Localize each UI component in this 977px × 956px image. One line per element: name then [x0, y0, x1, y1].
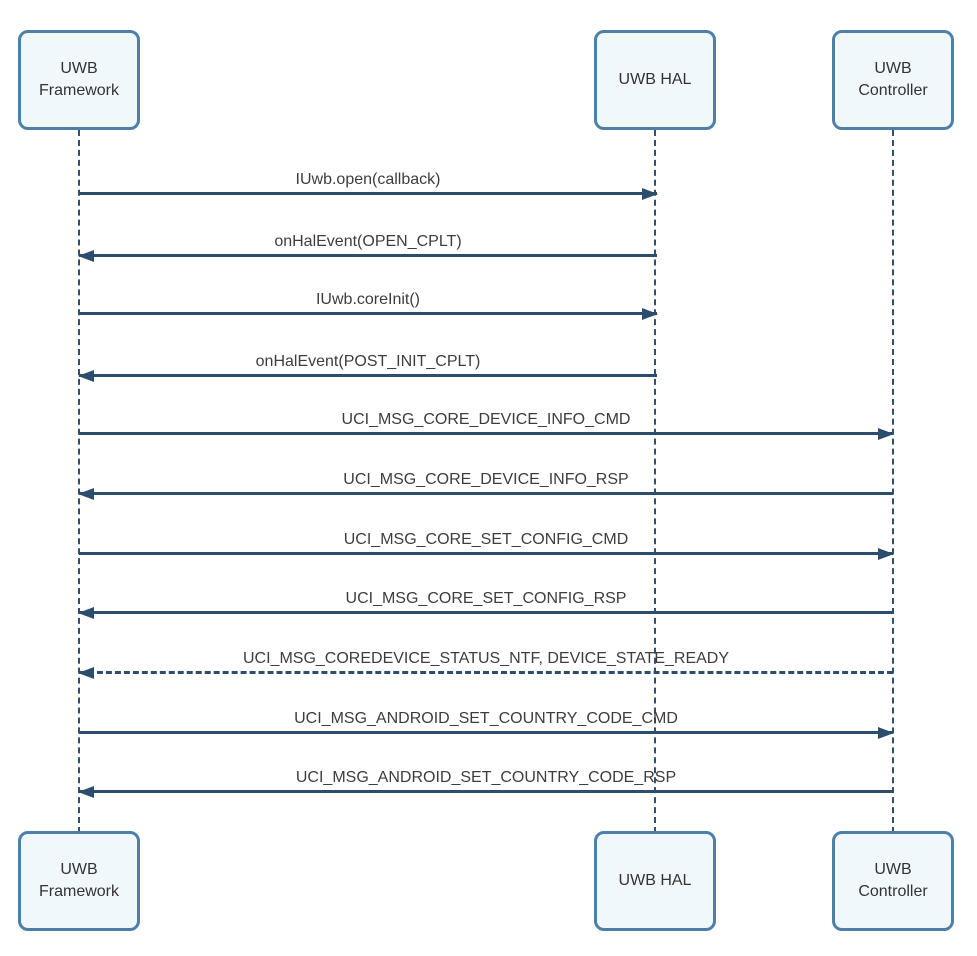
actor-label: UWB Controller	[858, 861, 928, 900]
arrowhead-left-icon	[78, 785, 94, 798]
message-iuwb-open: IUwb.open(callback)	[79, 168, 658, 202]
arrowhead-right-icon	[642, 187, 658, 200]
message-line	[79, 790, 893, 793]
message-line	[79, 192, 657, 195]
message-core-device-info-rsp: UCI_MSG_CORE_DEVICE_INFO_RSP	[78, 468, 893, 502]
message-line-dashed	[79, 671, 893, 674]
arrowhead-left-icon	[78, 666, 94, 679]
actor-label: UWB HAL	[618, 872, 692, 890]
arrowhead-right-icon	[878, 427, 894, 440]
message-line	[79, 374, 657, 377]
message-coredevice-status-ntf: UCI_MSG_COREDEVICE_STATUS_NTF, DEVICE_ST…	[78, 647, 893, 681]
message-label: IUwb.open(callback)	[295, 171, 441, 188]
arrowhead-right-icon	[642, 307, 658, 320]
arrowhead-left-icon	[78, 249, 94, 262]
actor-uwb-controller-top: UWB Controller	[832, 30, 954, 130]
actor-uwb-framework-bottom: UWB Framework	[18, 831, 140, 931]
actor-label: UWB Framework	[38, 60, 119, 99]
message-core-set-config-rsp: UCI_MSG_CORE_SET_CONFIG_RSP	[78, 587, 893, 621]
arrowhead-right-icon	[878, 726, 894, 739]
message-label: UCI_MSG_CORE_SET_CONFIG_CMD	[343, 531, 629, 548]
message-iuwb-coreinit: IUwb.coreInit()	[79, 288, 658, 322]
message-label: UCI_MSG_CORE_SET_CONFIG_RSP	[345, 590, 627, 607]
actor-uwb-framework-top: UWB Framework	[18, 30, 140, 130]
actor-label: UWB Framework	[38, 861, 119, 900]
actor-uwb-controller-bottom: UWB Controller	[832, 831, 954, 931]
arrowhead-left-icon	[78, 487, 94, 500]
message-android-set-country-code-cmd: UCI_MSG_ANDROID_SET_COUNTRY_CODE_CMD	[79, 707, 894, 741]
message-label: UCI_MSG_ANDROID_SET_COUNTRY_CODE_RSP	[295, 769, 677, 786]
message-label: UCI_MSG_ANDROID_SET_COUNTRY_CODE_CMD	[294, 710, 678, 727]
arrowhead-right-icon	[878, 547, 894, 560]
lifeline-uwb-controller	[892, 130, 894, 833]
message-onhalevent-post-init-cplt: onHalEvent(POST_INIT_CPLT)	[78, 350, 657, 384]
arrowhead-left-icon	[78, 369, 94, 382]
message-core-device-info-cmd: UCI_MSG_CORE_DEVICE_INFO_CMD	[79, 408, 894, 442]
actor-label: UWB HAL	[618, 71, 692, 89]
message-label: UCI_MSG_COREDEVICE_STATUS_NTF, DEVICE_ST…	[242, 650, 730, 667]
lifeline-uwb-framework	[78, 130, 80, 833]
message-label: UCI_MSG_CORE_DEVICE_INFO_CMD	[341, 411, 631, 428]
message-line	[79, 312, 657, 315]
arrowhead-left-icon	[78, 606, 94, 619]
message-label: onHalEvent(OPEN_CPLT)	[274, 233, 462, 250]
message-line	[79, 611, 893, 614]
message-label: UCI_MSG_CORE_DEVICE_INFO_RSP	[343, 471, 629, 488]
message-line	[79, 731, 893, 734]
message-core-set-config-cmd: UCI_MSG_CORE_SET_CONFIG_CMD	[79, 528, 894, 562]
message-onhalevent-open-cplt: onHalEvent(OPEN_CPLT)	[78, 230, 657, 264]
actor-uwb-hal-bottom: UWB HAL	[594, 831, 716, 931]
message-line	[79, 492, 893, 495]
message-label: IUwb.coreInit()	[315, 291, 421, 308]
message-line	[79, 552, 893, 555]
lifeline-uwb-hal	[654, 130, 656, 833]
message-label: onHalEvent(POST_INIT_CPLT)	[255, 353, 481, 370]
message-android-set-country-code-rsp: UCI_MSG_ANDROID_SET_COUNTRY_CODE_RSP	[78, 766, 893, 800]
message-line	[79, 432, 893, 435]
actor-uwb-hal-top: UWB HAL	[594, 30, 716, 130]
message-line	[79, 254, 657, 257]
actor-label: UWB Controller	[858, 60, 928, 99]
